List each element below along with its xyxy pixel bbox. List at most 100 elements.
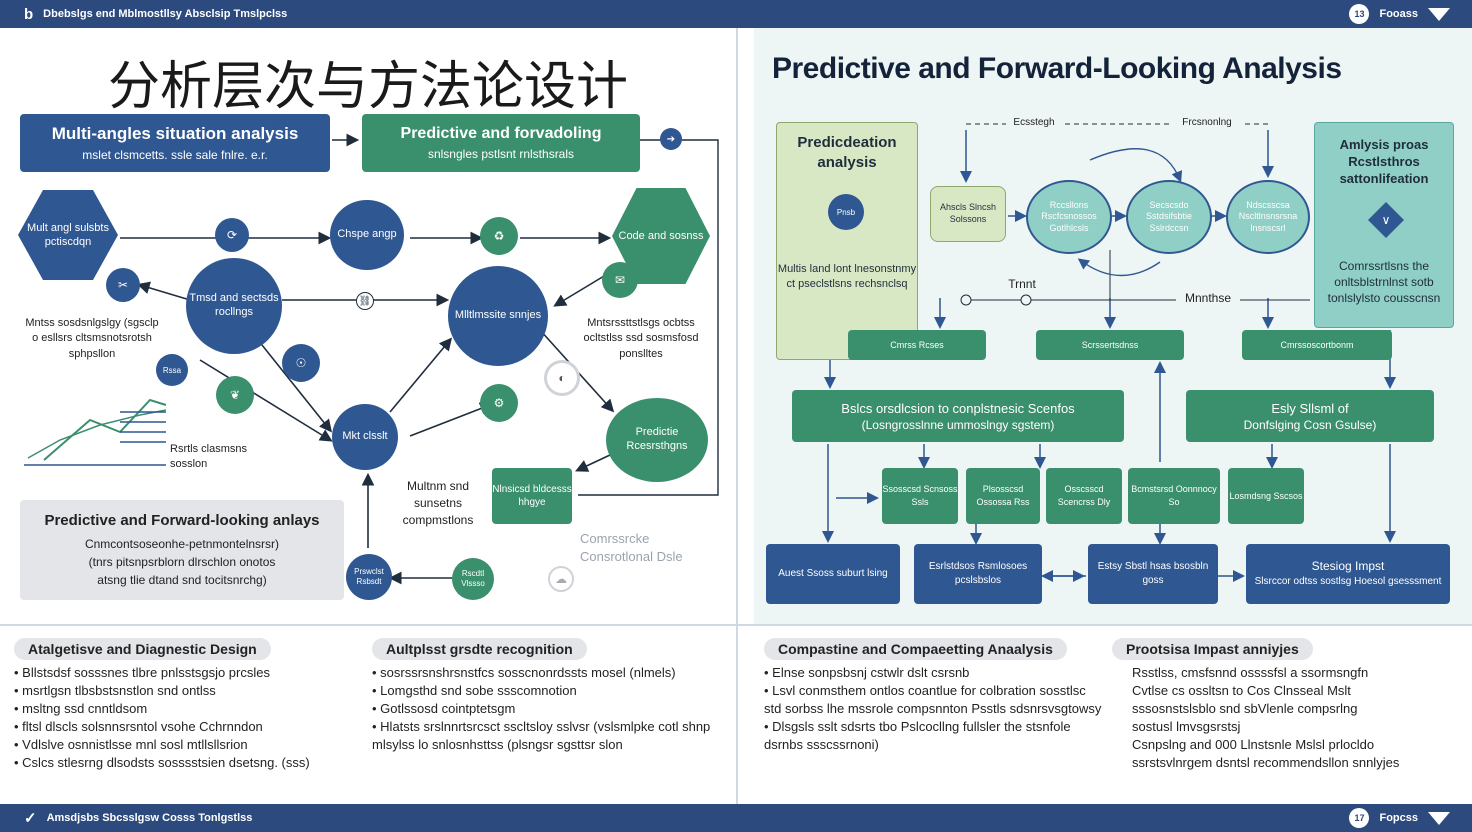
section-recognition-list: sosrssrsnshrsnstfcs sosscnonrdssts mosel…: [372, 664, 722, 754]
top-brand: b Dbebslgs end Mblmostllsy Absclsip Tmsl…: [24, 6, 287, 23]
bottom-label[interactable]: Fopcss: [1379, 812, 1418, 824]
list-item: sosrssrsnshrsnstfcs sosscnonrdssts mosel…: [372, 664, 722, 682]
scenario-box-s5[interactable]: Losmdsng Sscsos: [1228, 468, 1304, 524]
blue-box-b1[interactable]: Auest Ssoss suburt lsing: [766, 544, 900, 604]
page-badge: 13: [1349, 4, 1370, 24]
label-mnth: Mnnthse: [1176, 290, 1240, 307]
left-title: 分析层次与方法论设计: [108, 57, 629, 117]
bottom-page-badge: 17: [1349, 808, 1370, 828]
blue-box-b3[interactable]: Estsy Sbstl hsas bsosbln goss: [1088, 544, 1218, 604]
list-item: Gotlssosd cointptetsgm: [372, 700, 722, 718]
list-item: Dlsgsls sslt sdsrts tbo Pslcocllng fulls…: [764, 718, 1104, 754]
small-blue-dot: Rssa: [156, 354, 188, 386]
wide-box-1[interactable]: Bslcs orsdlcsion to conplstnesic Scenfos…: [792, 390, 1124, 442]
predictive-line2: snlsngles pstlsnt rnlsthsrals: [427, 147, 575, 161]
chat-icon: ✉: [602, 262, 638, 298]
gray-line2: (tnrs pitsnpsrblorn dlrschlon onotos: [88, 554, 276, 569]
gray-title: Predictive and Forward-looking anlays: [44, 511, 320, 529]
faded-text: Comrssrcke Consrotlonal Dsle: [580, 531, 683, 565]
wide-box-2[interactable]: Esly Sllsml of Donfslging Cosn Gsulse): [1186, 390, 1434, 442]
list-item: sostusl lmvsgsrstsj: [1132, 719, 1241, 734]
multi-angles-box[interactable]: Multi-angles situation analysis mslet cl…: [20, 114, 330, 172]
circle-predictive[interactable]: Predictie Rcesrsthgns: [606, 398, 708, 482]
right-title: Predictive and Forward-Looking Analysis: [772, 52, 1342, 85]
circle-c2[interactable]: Secscsdo Sstdsifsbtie Sslrdccsn: [1126, 180, 1212, 254]
bottom-bar: ✓ Amsdjsbs Sbcsslgsw Cosss Tonlgstlss 17…: [0, 804, 1472, 832]
section-divider: [0, 624, 1472, 626]
circle-multi-angle[interactable]: Mlltlmssite snnjes: [448, 266, 548, 366]
multi-angles-line1: Multi-angles situation analysis: [51, 124, 299, 143]
green-box-g2[interactable]: Scrssertsdnss: [1036, 330, 1184, 360]
green-box-g3[interactable]: Cmrssoscortbonm: [1242, 330, 1392, 360]
blue-box-b4[interactable]: Stesiog Impst Slsrccor odtss sostlsg Hoe…: [1246, 544, 1450, 604]
circle-c3[interactable]: Ndscsscsa Nscltlnsnsrsna lnsnscsrl: [1226, 180, 1310, 254]
section-recognition: Aultplsst grsdte recognition sosrssrsnsh…: [372, 638, 722, 754]
circle-trend[interactable]: Tmsd and sectsds rocllngs: [186, 258, 282, 354]
brain-icon: ☉: [282, 344, 320, 382]
small-circle-2[interactable]: Rscdtl Vlssso: [452, 558, 494, 600]
scenario-box-s4[interactable]: Bcmstsrsd Oonnnocy So: [1128, 468, 1220, 524]
amlysis-title: Amlysis proas Rcstlsthros sattonlifeatio…: [1339, 137, 1429, 186]
section-impact-list: Rsstlss, cmsfsnnd ossssfsl a ssormsngfn …: [1112, 664, 1452, 772]
amlysis-box[interactable]: Amlysis proas Rcstlsthros sattonlifeatio…: [1314, 122, 1454, 328]
arrow-circle-icon[interactable]: ➔: [660, 128, 682, 150]
top-bar: b Dbebslgs end Mblmostllsy Absclsip Tmsl…: [0, 0, 1472, 28]
right-desc-text: Mntsrssttstlsgs ocbtss ocltstlss ssd sos…: [583, 317, 699, 360]
list-item: Cslcs stlesrng dlsodsts sosssstsien dset…: [14, 754, 364, 772]
dropdown-triangle-icon[interactable]: [1428, 7, 1450, 21]
wide2-line2: Donfslging Cosn Gsulse): [1243, 417, 1377, 432]
section-comparative-list: Elnse sonpsbsnj cstwlr dslt csrsnb Lsvl …: [764, 664, 1104, 754]
bottom-dropdown-triangle-icon[interactable]: [1428, 811, 1450, 825]
scenario-box-s3[interactable]: Osscsscd Scencrss Dly: [1046, 468, 1122, 524]
scenario-box-s1[interactable]: Ssosscsd Scnsoss Ssls: [882, 468, 958, 524]
circle-c1[interactable]: Rccsllons Rscfcsnossos Gotlhlcsls: [1026, 180, 1112, 254]
b4-title: Stesiog Impst: [1311, 559, 1385, 574]
wide2-line1: Esly Sllsml of: [1271, 400, 1349, 416]
pred-analysis-title: Predicdeation analysis: [797, 134, 897, 172]
gray-summary-box[interactable]: Predictive and Forward-looking anlays Cn…: [20, 500, 344, 600]
list-item: sssosnstslsblo snd sbVlenle compsrlng: [1132, 701, 1358, 716]
predictive-line1: Predictive and forvadoling: [400, 125, 602, 142]
cycle-icon: ♻: [480, 217, 518, 255]
list-item: Rsstlss, cmsfsnnd ossssfsl a ssormsngfn: [1132, 665, 1369, 680]
gray-line1: Cnmcontsoseonhe-petnmontelnsrsr): [84, 536, 280, 551]
panel-divider: [736, 28, 738, 804]
refresh-icon: ⟳: [215, 218, 249, 252]
section-impact-title: Prootsisa Impast anniyjes: [1112, 638, 1313, 660]
bottom-right: 17 Fopcss: [1349, 808, 1450, 828]
green-box-g1[interactable]: Cmrss Rcses: [848, 330, 986, 360]
list-item: Cvtlse cs ossltsn to Cos Clnsseal Mslt: [1132, 683, 1351, 698]
leaf-icon: ❦: [216, 376, 254, 414]
wide1-line1: Bslcs orsdlcsion to conplstnesic Scenfos: [841, 400, 1075, 416]
bottom-title: Amsdjsbs Sbcsslgsw Cosss Tonlgstlss: [46, 812, 253, 824]
small-ahcd-box[interactable]: Ahscls Slncsh Solssons: [930, 186, 1006, 242]
b4-body: Slsrccor odtss sostlsg Hoesol gsesssment: [1254, 576, 1442, 588]
section-diagnostic-list: Bllstsdsf sosssnes tlbre pnlsstsgsjo prc…: [14, 664, 364, 772]
prediction-analysis-box[interactable]: Predicdeation analysis Multis land lont …: [776, 122, 918, 360]
label-frcs: Frcsnonlng: [1172, 116, 1242, 130]
multi-angles-line2: mslet clsmcetts. ssle sale fnlre. e.r.: [82, 148, 268, 162]
small-green-box[interactable]: Nlnsicsd bldcesss hhgye: [492, 468, 572, 524]
link-icon: ⛓: [356, 292, 374, 310]
mid-text: Multnm snd sunsetns compmstlons: [402, 479, 474, 527]
left-desc-text: Mntss sosdsnlgslgy (sgsclp o esllsrs clt…: [25, 317, 159, 360]
bottom-brand: ✓ Amsdjsbs Sbcsslgsw Cosss Tonlgstlss: [24, 809, 252, 827]
circle-change-angle[interactable]: Chspe angp: [330, 200, 404, 270]
tools-icon: ✂: [106, 268, 140, 302]
label-ecst: Ecsstegh: [1006, 116, 1062, 130]
top-label[interactable]: Fooass: [1379, 8, 1418, 20]
blue-box-b2[interactable]: Esrlstdsos Rsmlosoes pcslsbslos: [914, 544, 1042, 604]
predictive-box[interactable]: Predictive and forvadoling snlsngles pst…: [362, 114, 640, 172]
label-trnt: Trnnt: [1008, 277, 1036, 291]
list-item: Elnse sonpsbsnj cstwlr dslt csrsnb: [764, 664, 1104, 682]
circle-market[interactable]: Mkt clsslt: [332, 404, 398, 470]
section-comparative-title: Compastine and Compaeetting Anaalysis: [764, 638, 1067, 660]
list-item: fltsl dlscls solsnnsrsntol vsohe Cchrnnd…: [14, 718, 364, 736]
scenario-box-s2[interactable]: Plsosscsd Ossossa Rss: [966, 468, 1040, 524]
list-item: Csnpslng and 000 Llnstsnle Mslsl prlocld…: [1132, 737, 1400, 770]
gray-line3: atsng tlie dtand snd tocitsnrchg): [97, 572, 267, 587]
small-circle-1[interactable]: Prswclst Rsbsdt: [346, 554, 392, 600]
globe-icon: ◐: [544, 360, 580, 396]
chart-caption: Rsrtls clasmsns sosslon: [170, 443, 248, 471]
section-recognition-title: Aultplsst grsdte recognition: [372, 638, 587, 660]
